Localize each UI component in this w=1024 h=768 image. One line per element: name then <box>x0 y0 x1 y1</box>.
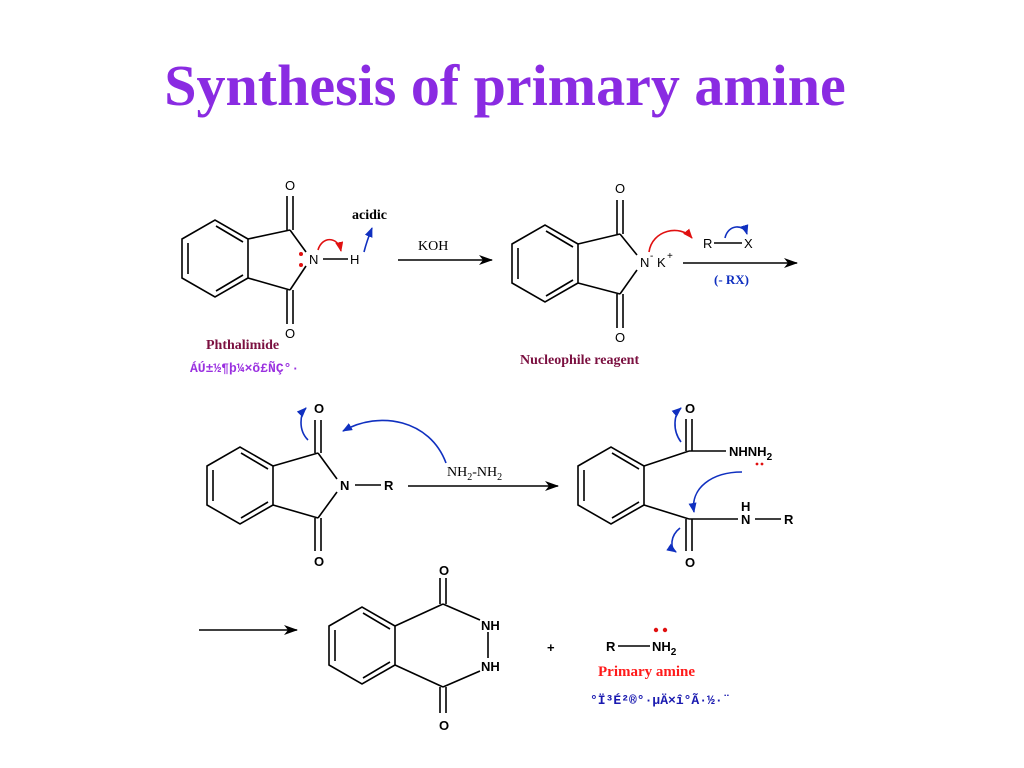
n-alkylphthalimide-structure <box>206 420 381 551</box>
curved-arrow-blue <box>724 224 749 239</box>
curved-arrow-blue <box>671 407 682 443</box>
byproduct-label: (- RX) <box>714 272 749 287</box>
atom-oxygen-top: O <box>314 401 324 416</box>
lone-pair-dot <box>299 252 303 256</box>
phthalimide-garbled-text: ÁÚ±½¶þ¼×õ£ÑÇ°· <box>190 361 299 376</box>
atom-nitrogen: N <box>309 252 318 267</box>
reagent-koh: KOH <box>418 239 448 254</box>
phthalhydrazide-structure <box>328 578 489 713</box>
atom-oxygen-bottom: O <box>439 718 449 733</box>
curved-arrow-blue <box>363 227 373 253</box>
atom-oxygen-bottom: O <box>685 555 695 570</box>
halogen-x: X <box>744 236 753 251</box>
lone-pair-dot <box>662 627 668 633</box>
acidic-label: acidic <box>352 208 387 223</box>
plus-charge: + <box>667 251 673 262</box>
atom-oxygen-bottom: O <box>314 554 324 569</box>
nucleophile-label: Nucleophile reagent <box>520 353 639 368</box>
primary-amine-label: Primary amine <box>598 664 695 680</box>
alkyl-group-r: R <box>784 512 794 527</box>
slide-title: Synthesis of primary amine <box>164 53 846 118</box>
alkyl-group-r: R <box>384 478 394 493</box>
atom-nh-top: NH <box>481 618 500 633</box>
lone-pair-dot <box>760 462 764 466</box>
atom-oxygen-top: O <box>285 178 295 193</box>
potassium-phthalimide-structure <box>511 200 638 328</box>
curved-arrow-red <box>648 228 693 253</box>
plus-sign: + <box>547 640 555 655</box>
phthalimide-label: Phthalimide <box>206 338 279 353</box>
atom-nh-bottom: NH <box>481 659 500 674</box>
alkyl-group-r: R <box>606 639 616 654</box>
curved-arrow-blue <box>342 419 447 464</box>
alkyl-group-r: R <box>703 236 712 251</box>
atom-potassium: K <box>657 255 666 270</box>
curved-arrow-blue <box>296 407 309 441</box>
atom-nitrogen-anion: N <box>640 255 649 270</box>
reagent-hydrazine: NH2-NH2 <box>447 465 502 483</box>
atom-nitrogen: N <box>741 512 750 527</box>
atom-hydrogen: H <box>350 252 359 267</box>
amine-group: NH2 <box>652 639 677 658</box>
hydrazide-intermediate-structure <box>577 419 781 551</box>
curved-arrow-blue <box>688 471 743 513</box>
atom-nitrogen: N <box>340 478 349 493</box>
curved-arrow-red <box>317 238 344 252</box>
lone-pair-dot <box>653 627 659 633</box>
atom-hydrogen: H <box>741 499 750 514</box>
atom-oxygen-top: O <box>615 181 625 196</box>
minus-charge: - <box>650 251 653 262</box>
atom-oxygen-top: O <box>439 563 449 578</box>
atom-oxygen-top: O <box>685 401 695 416</box>
phthalimide-structure <box>181 196 348 324</box>
curved-arrow-blue <box>666 527 681 553</box>
atom-oxygen-bottom: O <box>615 330 625 345</box>
lone-pair-dot <box>755 462 759 466</box>
hydrazide-group: NHNH2 <box>729 444 773 463</box>
lone-pair-dot <box>299 263 303 267</box>
atom-oxygen-bottom: O <box>285 326 295 341</box>
primary-amine-garbled-text: °Ï³É²®°·µÄ×î°Ã·½·¨ <box>590 693 730 708</box>
